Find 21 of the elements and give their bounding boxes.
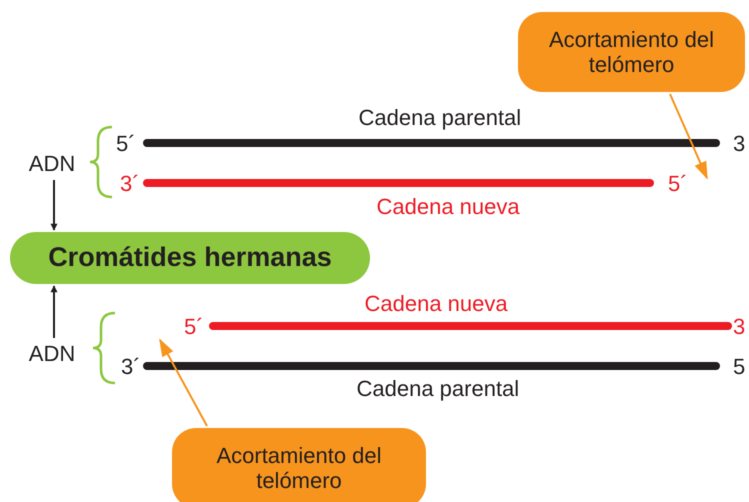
end-label: 5´ [184, 316, 204, 338]
leader-arrow [669, 94, 708, 180]
strand-label: Cadena nueva [364, 293, 508, 315]
end-label: 3´ [120, 173, 140, 195]
end-label: 3´ [121, 356, 141, 378]
end-label: 3 [733, 133, 746, 155]
arrow [50, 285, 58, 338]
callout-box: Acortamiento del telómero [518, 12, 745, 92]
strand-label: Cadena nueva [376, 196, 520, 218]
end-label: 5 [733, 356, 746, 378]
end-label: 3 [733, 316, 746, 338]
end-label: 5´ [116, 133, 136, 155]
end-label: 5´ [668, 173, 688, 195]
strand-label: Cadena parental [356, 378, 520, 400]
dna-label: ADN [22, 340, 82, 368]
dna-label: ADN [22, 150, 82, 178]
leader-arrow [159, 338, 208, 426]
callout-box: Acortamiento del telómero [172, 428, 426, 502]
arrow [50, 180, 58, 231]
strand-label: Cadena parental [358, 107, 522, 129]
pill-box: Cromátides hermanas [10, 232, 370, 284]
